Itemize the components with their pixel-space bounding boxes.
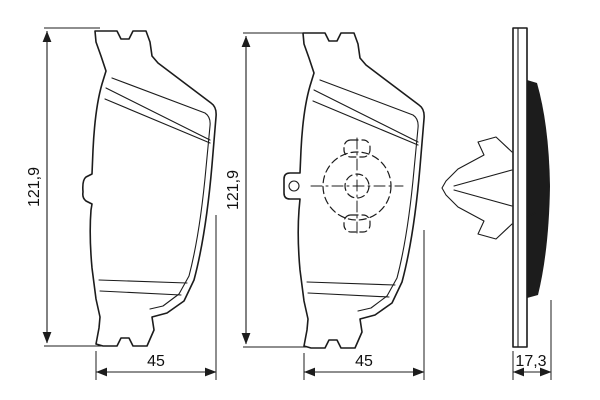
clip-hook (526, 189, 538, 218)
outer-pad-chamfer-lines (98, 87, 211, 296)
dim-height-middle-label: 121,9 (225, 170, 242, 210)
view-side-profile (441, 27, 550, 348)
sensor-centerlines (310, 137, 404, 235)
sensor-clip-lower (343, 214, 371, 233)
outer-pad-friction-edge (111, 77, 211, 310)
dim-height-left-label: 121,9 (26, 167, 43, 207)
view-inner-pad-front (283, 32, 425, 349)
view-outer-pad-front (82, 30, 217, 347)
sensor-connector-hole (288, 180, 300, 192)
dim-width-middle-label: 45 (355, 353, 373, 370)
backing-plate-side (512, 27, 528, 348)
inner-pad-chamfer-lines (306, 89, 419, 298)
dimension-annotations: 121,9 121,9 45 45 17,3 (26, 27, 552, 380)
dim-thickness-side-label: 17,3 (515, 353, 546, 370)
extension-lines (44, 27, 552, 380)
dim-width-left-label: 45 (147, 353, 165, 370)
sensor-clip-upper (343, 139, 371, 158)
friction-material-side (527, 80, 550, 298)
outer-pad-outline (82, 30, 217, 347)
inner-pad-friction-edge (319, 79, 419, 312)
inner-pad-outline (283, 32, 425, 349)
retaining-spring-clip (441, 136, 513, 240)
